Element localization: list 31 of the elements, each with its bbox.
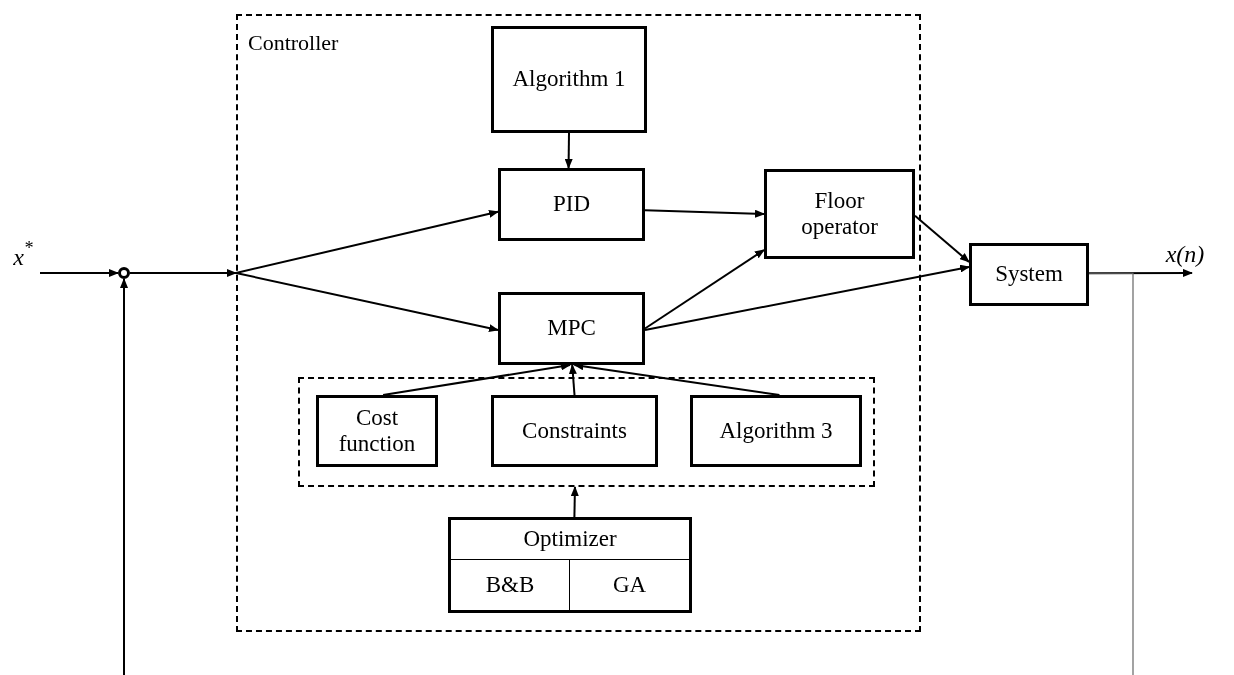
block: Cost function — [316, 395, 438, 467]
arrow — [120, 278, 128, 675]
signal-label: x(n) — [1156, 238, 1214, 270]
group-frame — [298, 377, 875, 487]
arrow — [235, 209, 499, 274]
arrow — [914, 214, 970, 263]
arrow — [644, 249, 765, 330]
arrow — [129, 269, 237, 277]
method-label: B&B — [451, 560, 570, 610]
block: Floor operator — [764, 169, 915, 259]
controller-frame — [236, 14, 921, 632]
arrow — [1088, 268, 1193, 277]
box-heading: Optimizer — [451, 520, 689, 560]
arrow — [235, 272, 499, 332]
arrow — [564, 132, 573, 169]
arrow — [644, 264, 970, 331]
signal-label: x$^{*}$ — [6, 240, 40, 274]
arrow — [568, 364, 577, 396]
optimizer-box — [448, 517, 692, 613]
arrow — [644, 209, 765, 218]
block: MPC — [498, 292, 645, 365]
block: Constraints — [491, 395, 658, 467]
block: Algorithm 3 — [690, 395, 862, 467]
frame-title: Controller — [248, 32, 339, 54]
arrow — [39, 269, 119, 277]
block: PID — [498, 168, 645, 241]
summing-junction — [118, 267, 130, 279]
arrow — [570, 486, 579, 518]
block: Algorithm 1 — [491, 26, 647, 133]
block: System — [969, 243, 1089, 306]
method-label: GA — [611, 570, 648, 599]
